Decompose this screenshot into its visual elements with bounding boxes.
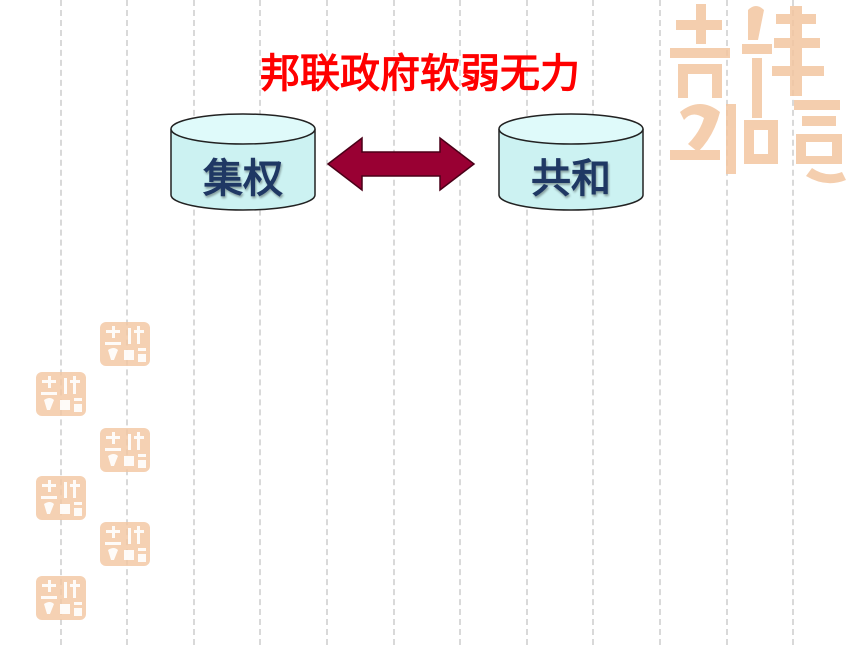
grid-line: [393, 0, 395, 645]
auspicious-seal-icon: [36, 476, 86, 520]
grid-line: [326, 0, 328, 645]
grid-line: [792, 0, 794, 645]
slide-title: 邦联政府软弱无力: [260, 51, 580, 97]
grid-line: [526, 0, 528, 645]
double-headed-arrow-icon: [326, 136, 476, 196]
auspicious-seal-icon: [656, 0, 860, 190]
auspicious-seal-icon: [36, 576, 86, 620]
box-label: 共和: [531, 156, 611, 202]
grid-line: [459, 0, 461, 645]
auspicious-seal-icon: [100, 322, 150, 366]
grid-line: [726, 0, 728, 645]
centralization-box: 集权: [170, 113, 316, 213]
grid-line: [193, 0, 195, 645]
republic-box: 共和: [498, 113, 644, 213]
box-label: 集权: [203, 156, 283, 202]
grid-line: [60, 0, 62, 645]
grid-line: [659, 0, 661, 645]
auspicious-seal-icon: [100, 522, 150, 566]
grid-line: [259, 0, 261, 645]
auspicious-seal-icon: [100, 428, 150, 472]
grid-line: [592, 0, 594, 645]
auspicious-seal-icon: [36, 372, 86, 416]
